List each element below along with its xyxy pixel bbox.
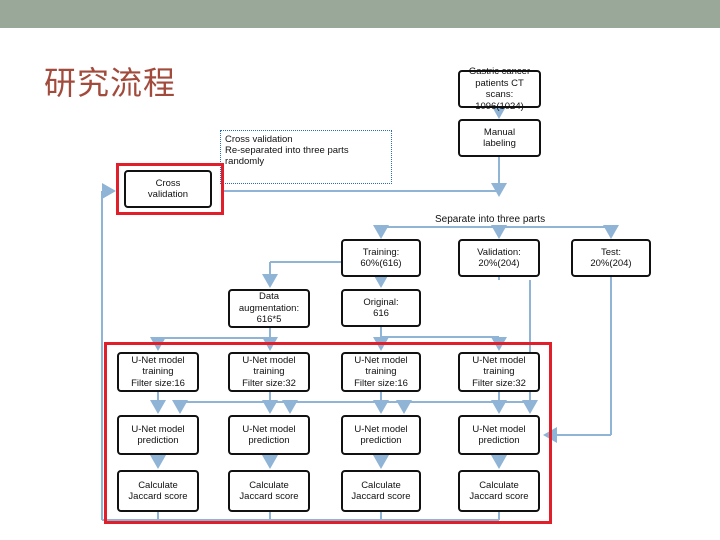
test-box: Test: 20%(204) [571,239,651,277]
training-box: Training: 60%(616) [341,239,421,277]
unet-training-box-1: U-Net model training Filter size:16 [117,352,199,392]
separate-label: Separate into three parts [435,214,546,225]
jaccard-score-box-4: Calculate Jaccard score [458,470,540,512]
original-box: Original: 616 [341,289,421,327]
slide-title: 研究流程 [44,64,177,102]
unet-prediction-box-1: U-Net model prediction [117,415,199,455]
unet-training-box-4: U-Net model training Filter size:32 [458,352,540,392]
jaccard-score-box-2: Calculate Jaccard score [228,470,310,512]
unet-prediction-box-3: U-Net model prediction [341,415,421,455]
jaccard-score-box-1: Calculate Jaccard score [117,470,199,512]
unet-training-box-2: U-Net model training Filter size:32 [228,352,310,392]
cross-validation-highlight [116,163,224,215]
unet-prediction-box-4: U-Net model prediction [458,415,540,455]
cross-validation-note: Cross validation Re-separated into three… [220,130,392,184]
jaccard-score-box-3: Calculate Jaccard score [341,470,421,512]
model-group-highlight [104,342,552,524]
cross-validation-box: Cross validation [124,170,212,208]
data-augmentation-box: Data augmentation: 616*5 [228,289,310,328]
unet-prediction-box-2: U-Net model prediction [228,415,310,455]
unet-training-box-3: U-Net model training Filter size:16 [341,352,421,392]
manual-labeling-box: Manual labeling [458,119,541,157]
top-bar [0,0,720,28]
validation-box: Validation: 20%(204) [458,239,540,277]
gastric-ct-scans-box: Gastric cancer patients CT scans: 1096(1… [458,66,541,112]
